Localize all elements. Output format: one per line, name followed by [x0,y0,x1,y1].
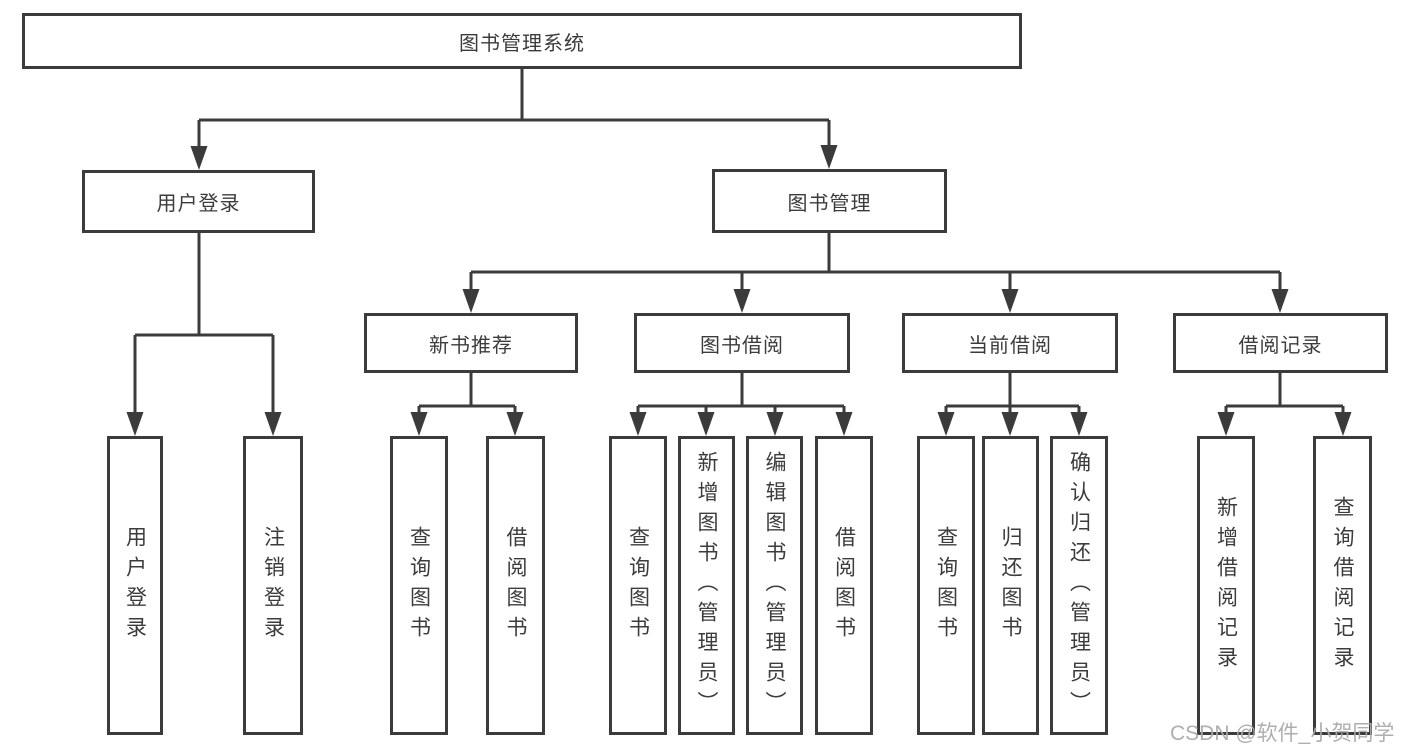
node-borrow-records: 借阅记录 [1173,313,1388,373]
node-leaf-bb-edit-books-admin: 编辑图书（管理员） [746,436,803,735]
node-leaf-br-query-record: 查询借阅记录 [1313,436,1372,735]
node-leaf-logout: 注销登录 [243,436,303,735]
connector-user-login-children [126,233,282,436]
node-leaf-cb-return-books: 归还图书 [982,436,1039,735]
connector-new-book-rec-children [410,373,524,436]
watermark: CSDN @软件_小贺同学 [1170,722,1395,745]
node-leaf-nbr-query-books: 查询图书 [390,436,448,735]
connector-book-mgmt-to-level3 [462,233,1289,313]
node-leaf-br-add-record: 新增借阅记录 [1197,436,1255,735]
node-book-borrow: 图书借阅 [634,313,850,373]
connector-book-borrow-children [629,373,853,436]
node-leaf-user-login: 用户登录 [107,436,163,735]
node-root: 图书管理系统 [22,13,1022,69]
node-leaf-bb-borrow-books: 借阅图书 [815,436,873,735]
connector-borrow-records-children [1217,373,1352,436]
connector-current-borrow-children [937,373,1088,436]
node-leaf-bb-query-books: 查询图书 [609,436,667,735]
node-leaf-bb-add-books-admin: 新增图书（管理员） [678,436,735,735]
node-current-borrow: 当前借阅 [902,313,1118,373]
node-book-mgmt: 图书管理 [712,169,947,233]
node-leaf-nbr-borrow-books: 借阅图书 [486,436,545,735]
node-leaf-cb-query-books: 查询图书 [917,436,975,735]
node-new-book-rec: 新书推荐 [364,313,578,373]
node-user-login: 用户登录 [82,170,315,233]
connector-root-to-level2 [190,69,838,170]
node-leaf-cb-confirm-return-admin: 确认归还（管理员） [1050,436,1108,735]
